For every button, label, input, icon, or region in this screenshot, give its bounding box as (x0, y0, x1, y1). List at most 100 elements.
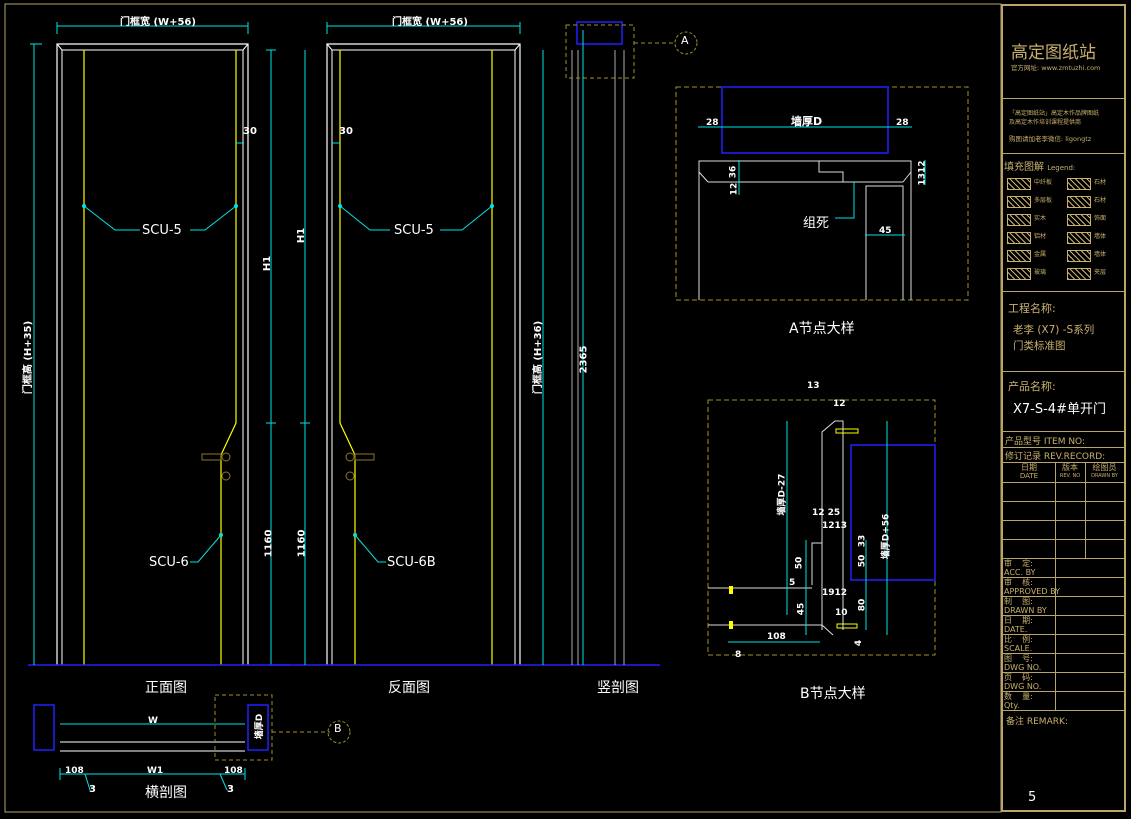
rev-col-en: DATE (1019, 472, 1039, 480)
rev-row[interactable] (1003, 483, 1124, 502)
vertical-section (542, 21, 698, 665)
sign-label-en: DRAWN BY (1004, 606, 1047, 615)
back-dim-30: 30 (339, 126, 353, 137)
sign-row: 审 定:ACC. BY (1003, 559, 1124, 578)
project-cell: 工程名称: 老李 (X7) -S系列 门类标准图 (1003, 292, 1124, 372)
back-view (270, 22, 660, 666)
back-dim-h1: H1 (296, 227, 308, 244)
brand-website[interactable]: 官方网址: www.zmtuzhi.com (1011, 64, 1101, 72)
sign-label-en: DWG NO. (1004, 663, 1042, 672)
sign-value-field[interactable] (1055, 635, 1125, 654)
sign-label-en: SCALE. (1004, 644, 1033, 653)
sign-value-field[interactable] (1055, 578, 1125, 597)
detail-b-dim-5: 5 (789, 578, 796, 588)
rev-col-divider (1055, 463, 1056, 559)
sign-label-cn: 日 期: (1004, 616, 1033, 625)
sign-label-cn: 比 例: (1004, 635, 1033, 644)
product-label: 产品名称: (1008, 380, 1056, 393)
rev-row[interactable] (1003, 502, 1124, 521)
sign-label: 页 码:DWG NO. (1004, 673, 1041, 691)
sign-value-field[interactable] (1055, 673, 1125, 692)
detail-b-dim-13: 13 (807, 381, 820, 391)
sign-label-en: APPROVED BY (1004, 587, 1061, 596)
sign-label-cn: 制 图: (1004, 597, 1033, 606)
detail-a-dim-right: 28 (896, 118, 909, 128)
plan-dim-left: 108 (65, 766, 84, 776)
legend-swatch (1067, 214, 1091, 226)
sign-value-field[interactable] (1055, 616, 1125, 635)
rev-row[interactable] (1003, 521, 1124, 540)
detail-a-dim-45: 45 (879, 226, 892, 236)
leaf-line-right (220, 50, 237, 665)
front-width-dim: 门框宽 (W+56) (120, 17, 196, 28)
back-view-title: 反面图 (388, 680, 430, 696)
sign-label: 日 期:DATE. (1004, 616, 1033, 634)
legend-label: 玻璃 (1034, 269, 1047, 276)
legend-label: 金属 (1034, 251, 1047, 258)
section-dim-2365: 2365 (578, 345, 590, 374)
rev-col-en: DRAWN BY (1091, 473, 1118, 479)
legend-swatch (1067, 196, 1091, 208)
sign-label-en: DWG NO. (1004, 682, 1042, 691)
sign-row: 页 码:DWG NO. (1003, 673, 1124, 692)
front-callout-top: SCU-5 (142, 223, 182, 238)
plan-ref-b: B (334, 722, 342, 735)
desc-cell: 「高定图纸站」高定木作品牌图纸 及高定木作培训课程提供商 购图请加老李微信: l… (1003, 99, 1124, 154)
brand-name: 高定图纸站 (1011, 43, 1096, 63)
sign-label-en: Qty. (1004, 701, 1020, 710)
legend-label: 石材 (1094, 179, 1107, 186)
detail-a-dim-36: 36 (728, 165, 739, 179)
legend-label: 实木 (1034, 215, 1047, 222)
detail-ref-b-marker (327, 720, 351, 744)
legend-swatch (1007, 214, 1031, 226)
plan-dim-3-left: 3 (89, 784, 96, 795)
legend-label: 多层板 (1034, 197, 1053, 204)
sign-value-field[interactable] (1055, 597, 1125, 616)
detail-a (675, 86, 969, 301)
plan-dim-right: 108 (224, 766, 243, 776)
plan-dim-3-right: 3 (227, 784, 234, 795)
front-dim-30: 30 (243, 126, 257, 137)
item-no-cell: 产品型号 ITEM NO: (1003, 432, 1124, 448)
section-ref-a: A (681, 34, 689, 47)
detail-ref-a-marker (674, 31, 698, 55)
detail-b-dim-50b: 50 (857, 554, 868, 568)
legend-label: 饰面 (1094, 215, 1107, 222)
front-height-dim: 门框高 (H+35) (23, 320, 35, 395)
sign-value-field[interactable] (1055, 559, 1125, 578)
detail-b-dim-1912: 1912 (822, 588, 848, 598)
section-height-dim: 门框高 (H+36) (533, 320, 545, 395)
plan-section (33, 694, 351, 791)
detail-a-dim-1312: 1312 (917, 160, 928, 186)
remark-label: 备注 REMARK: (1006, 717, 1068, 727)
rev-col-cn: 绘图员 (1092, 463, 1117, 472)
legend-swatch (1007, 196, 1031, 208)
detail-b-dim-33: 33 (857, 534, 868, 548)
front-view (28, 22, 290, 666)
product-cell: 产品名称: X7-S-4#单开门 (1003, 372, 1124, 432)
sign-row: 比 例:SCALE. (1003, 635, 1124, 654)
detail-b-dim-45: 45 (796, 602, 807, 616)
detail-b-dim-8: 8 (735, 650, 742, 660)
detail-b-wall-27: 墙厚D-27 (777, 473, 788, 516)
sign-value-field[interactable] (1055, 692, 1125, 711)
sign-label: 数 量:Qty. (1004, 692, 1033, 710)
front-callout-bottom: SCU-6 (149, 555, 189, 570)
rev-col-divider (1085, 463, 1086, 559)
detail-a-title: A节点大样 (789, 321, 855, 337)
rev-row[interactable] (1003, 540, 1124, 559)
sign-label-cn: 审 定: (1004, 559, 1033, 568)
legend-label: 墙体 (1094, 251, 1107, 258)
detail-b-dim-50: 50 (794, 556, 805, 570)
sign-label: 审 定:ACC. BY (1004, 559, 1036, 577)
rev-row[interactable] (1003, 464, 1124, 483)
door-frame-inner (61, 49, 244, 665)
legend-swatch (1067, 178, 1091, 190)
sign-value-field[interactable] (1055, 654, 1125, 673)
sign-label-en: DATE. (1004, 625, 1028, 634)
title-block: 高定图纸站 官方网址: www.zmtuzhi.com 「高定图纸站」高定木作品… (1001, 4, 1126, 812)
plan-wall-label: 墙厚D (255, 713, 266, 740)
project-name-1: 老李 (X7) -S系列 (1013, 324, 1095, 336)
door-frame-outer (56, 43, 249, 665)
